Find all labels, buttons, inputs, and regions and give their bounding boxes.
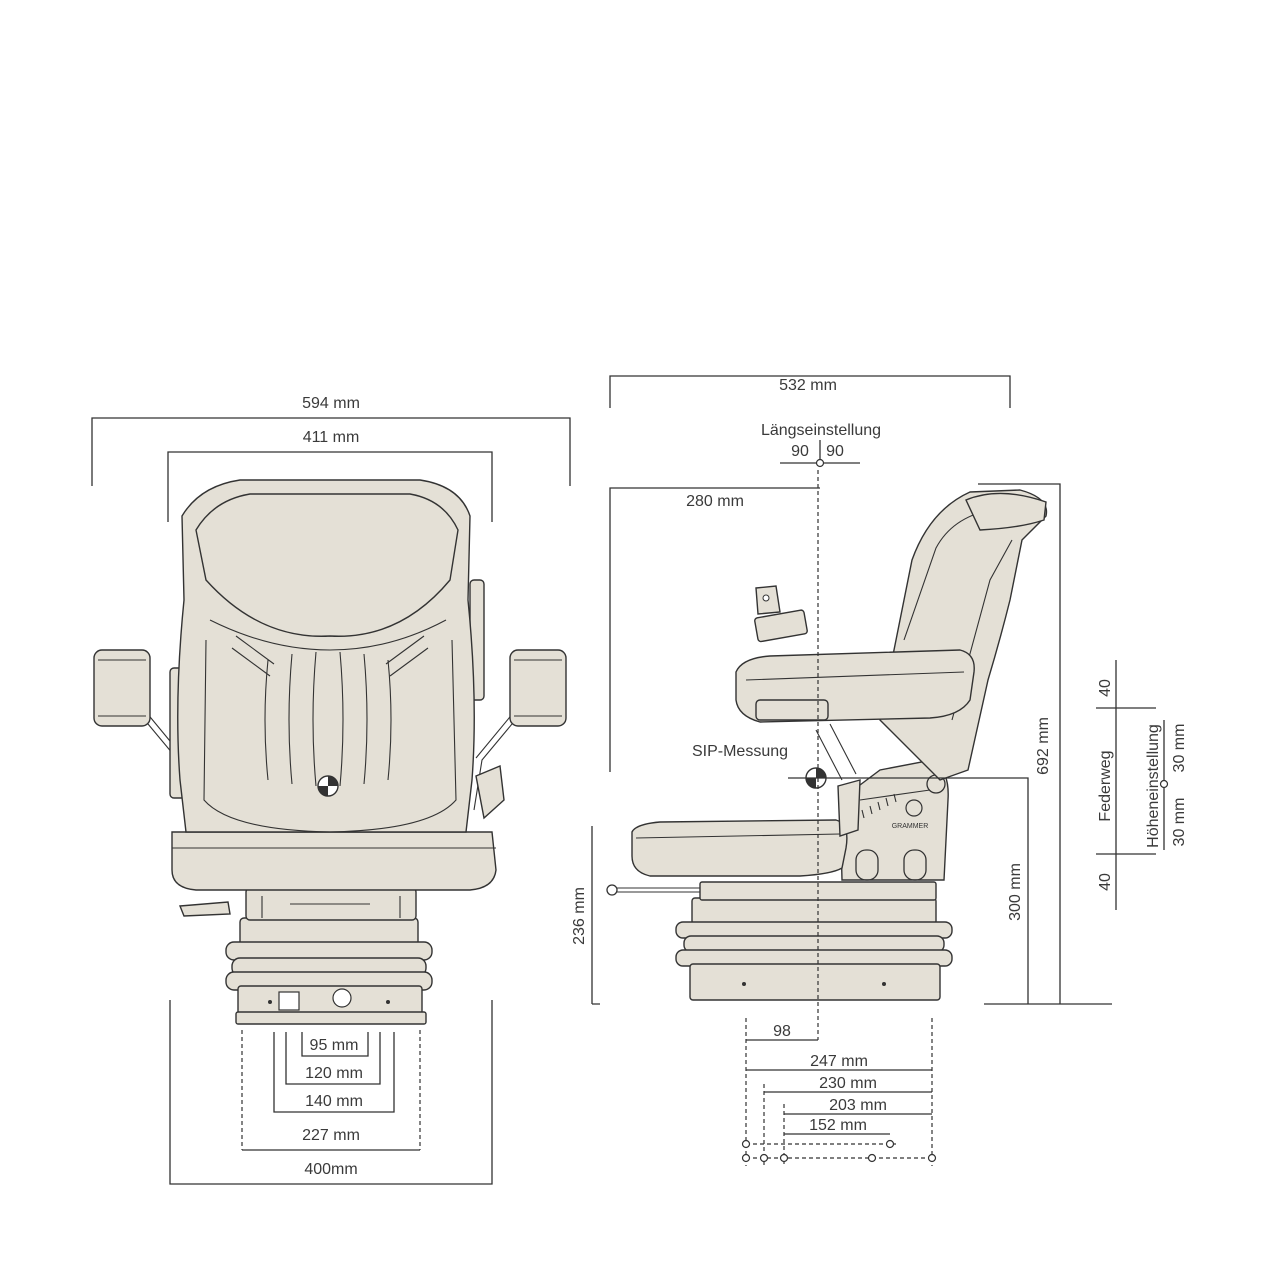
height-adjust-down-value: 30 mm: [1171, 798, 1188, 847]
side-height-236-label: 236 mm: [571, 887, 588, 945]
side-depth-280-label: 280 mm: [686, 493, 744, 510]
side-overall-depth-label: 532 mm: [779, 377, 837, 394]
travel-top-value: 40: [1097, 679, 1114, 697]
side-offset-98-label: 98: [773, 1023, 791, 1040]
height-adjust-up-value: 30 mm: [1171, 724, 1188, 773]
front-dim-400-label: 400mm: [304, 1161, 357, 1178]
height-adjust-label: Höheneinstellung: [1145, 724, 1162, 848]
side-dimension-lines: [591, 375, 1112, 1166]
rail-203-label: 203 mm: [829, 1097, 887, 1114]
suspension-dimension-lines: [1096, 660, 1169, 910]
front-dim-140-label: 140 mm: [305, 1093, 363, 1110]
front-dim-95-label: 95 mm: [310, 1037, 359, 1054]
rail-152-label: 152 mm: [809, 1117, 867, 1134]
side-height-300-label: 300 mm: [1007, 863, 1024, 921]
rail-247-label: 247 mm: [810, 1053, 868, 1070]
side-brand-mark: GRAMMER: [892, 823, 929, 830]
side-height-692-label: 692 mm: [1035, 717, 1052, 775]
front-dim-120-label: 120 mm: [305, 1065, 363, 1082]
side-view-seat: GRAMMER: [606, 489, 1048, 1001]
front-dimension-lines: [91, 417, 571, 1185]
suspension-travel-label: Federweg: [1097, 750, 1114, 821]
rail-230-label: 230 mm: [819, 1075, 877, 1092]
travel-bottom-value: 40: [1097, 873, 1114, 891]
longitudinal-adjust-label: Längseinstellung: [761, 422, 881, 439]
front-overall-width-label: 594 mm: [302, 395, 360, 412]
sip-measurement-label: SIP-Messung: [692, 743, 788, 760]
front-view-seat: [93, 479, 567, 1025]
longitudinal-rear-value: 90: [791, 443, 809, 460]
front-dim-227-label: 227 mm: [302, 1127, 360, 1144]
front-backrest-width-label: 411 mm: [303, 429, 360, 446]
longitudinal-front-value: 90: [826, 443, 844, 460]
